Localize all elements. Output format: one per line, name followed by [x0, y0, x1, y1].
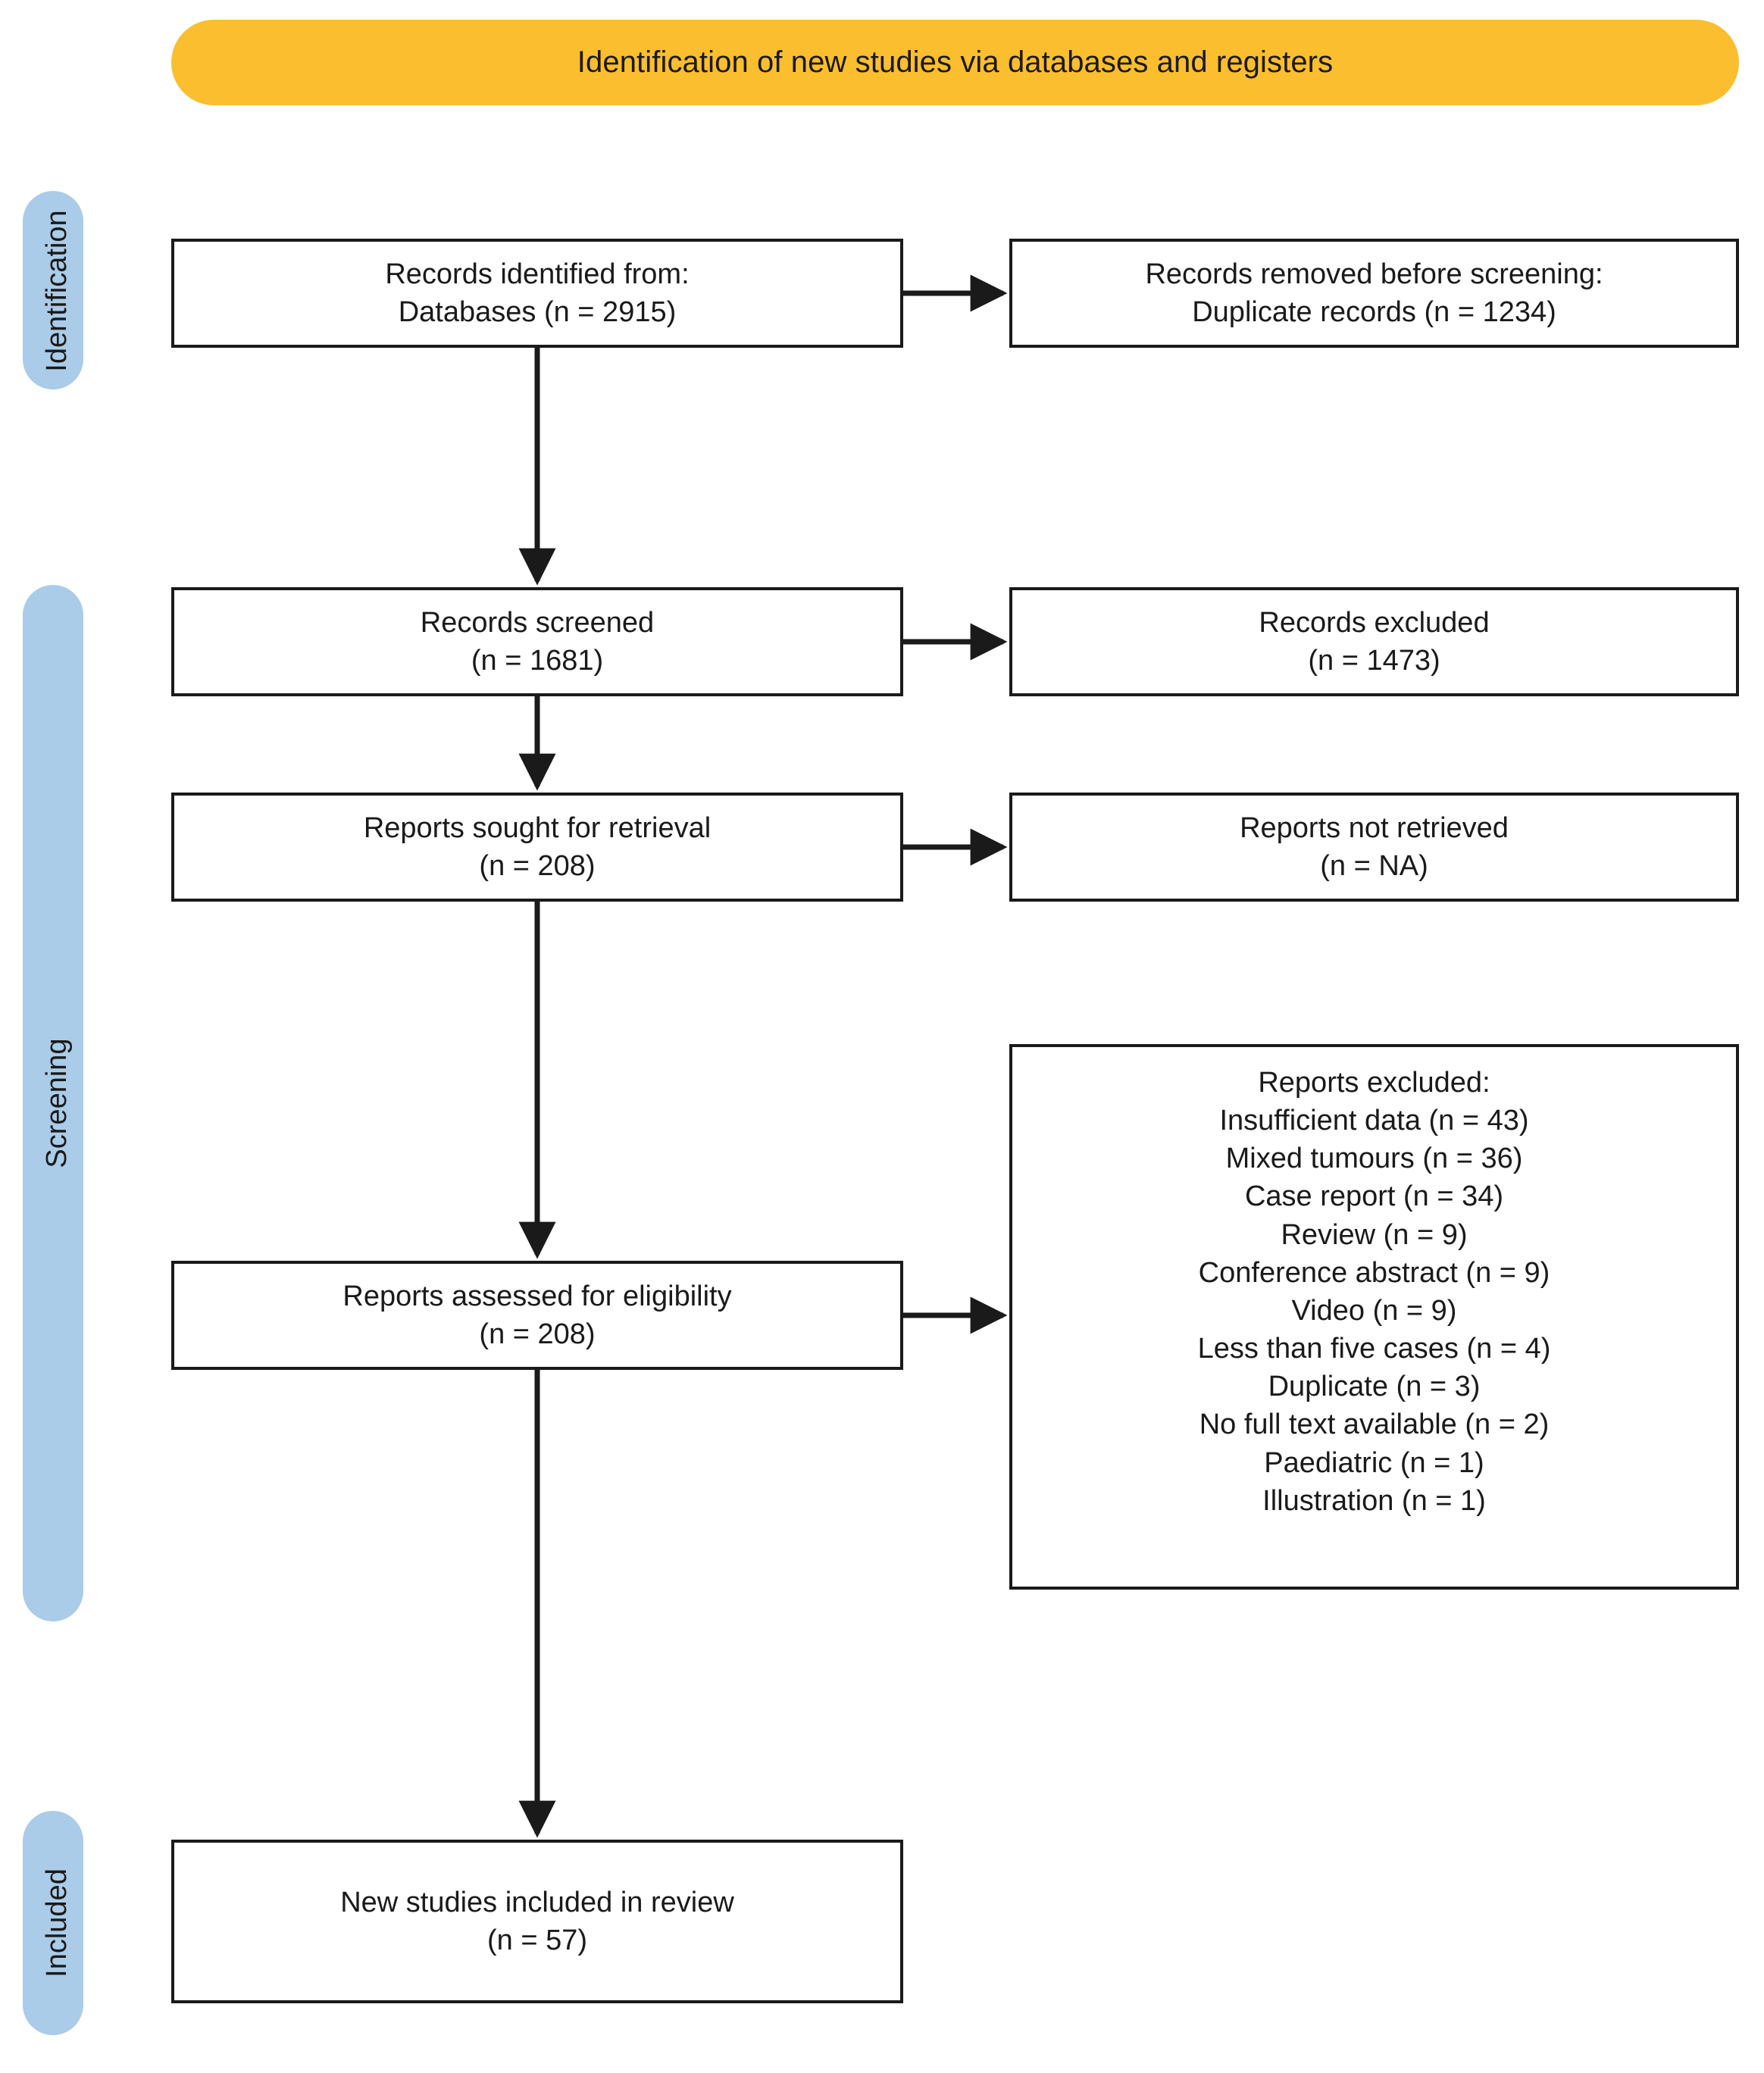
- reports-excluded-item: Conference abstract (n = 9): [1198, 1256, 1550, 1289]
- reports-assessed-line1: Reports assessed for eligibility: [342, 1280, 732, 1312]
- box-records-removed: Records removed before screening: Duplic…: [1009, 239, 1739, 348]
- box-records-excluded: Records excluded (n = 1473): [1009, 587, 1739, 696]
- reports-excluded-item: No full text available (n = 2): [1199, 1409, 1550, 1441]
- reports-excluded-item: Less than five cases (n = 4): [1197, 1333, 1551, 1365]
- stage-label-screening: Screening: [41, 1038, 73, 1168]
- reports-excluded-item: Duplicate (n = 3): [1268, 1371, 1481, 1403]
- reports-excluded-item: Insufficient data (n = 43): [1219, 1105, 1529, 1137]
- new-studies-included-line2: (n = 57): [486, 1924, 588, 1956]
- records-removed-line1: Records removed before screening:: [1145, 258, 1603, 290]
- reports-sought-line2: (n = 208): [479, 850, 596, 882]
- records-excluded-line1: Records excluded: [1259, 606, 1490, 639]
- stage-pill-included: [23, 1811, 83, 2035]
- new-studies-included-line1: New studies included in review: [340, 1886, 734, 1918]
- reports-excluded-item: Case report (n = 34): [1244, 1180, 1504, 1213]
- stage-label-identification: Identification: [41, 210, 73, 372]
- reports-excluded-item: Review (n = 9): [1281, 1218, 1468, 1251]
- records-screened-line1: Records screened: [420, 606, 655, 639]
- header-title: Identification of new studies via databa…: [577, 45, 1334, 79]
- stage-pill-screening: [23, 585, 83, 1621]
- records-excluded-line2: (n = 1473): [1308, 645, 1440, 677]
- records-identified-line2: Databases (n = 2915): [398, 296, 677, 328]
- stage-label-included: Included: [41, 1868, 73, 1978]
- box-reports-sought: Reports sought for retrieval (n = 208): [171, 793, 903, 902]
- reports-assessed-line2: (n = 208): [479, 1318, 596, 1350]
- reports-not-retrieved-line1: Reports not retrieved: [1240, 811, 1509, 844]
- reports-sought-line1: Reports sought for retrieval: [363, 811, 712, 844]
- records-identified-line1: Records identified from:: [385, 258, 690, 290]
- records-screened-line2: (n = 1681): [471, 645, 604, 677]
- reports-not-retrieved-line2: (n = NA): [1320, 850, 1428, 882]
- box-new-studies-included: New studies included in review (n = 57): [171, 1840, 903, 2003]
- box-reports-not-retrieved: Reports not retrieved (n = NA): [1009, 793, 1739, 902]
- reports-excluded-item: Mixed tumours (n = 36): [1225, 1143, 1523, 1175]
- reports-excluded-heading: Reports excluded:: [1258, 1067, 1490, 1099]
- reports-excluded-items: Insufficient data (n = 43) Mixed tumours …: [1198, 1102, 1551, 1520]
- box-records-screened: Records screened (n = 1681): [171, 587, 903, 696]
- box-reports-assessed: Reports assessed for eligibility (n = 20…: [171, 1261, 903, 1370]
- reports-excluded-item: Video (n = 9): [1291, 1294, 1457, 1327]
- reports-excluded-item: Illustration (n = 1): [1262, 1484, 1486, 1517]
- box-reports-excluded-list: Reports excluded: Insufficient data (n =…: [1009, 1044, 1739, 1590]
- reports-excluded-item: Paediatric (n = 1): [1264, 1446, 1484, 1479]
- header-banner: Identification of new studies via databa…: [171, 20, 1739, 105]
- stage-pill-identification: [23, 191, 83, 389]
- box-records-identified: Records identified from: Databases (n = …: [171, 239, 903, 348]
- records-removed-line2: Duplicate records (n = 1234): [1192, 296, 1556, 328]
